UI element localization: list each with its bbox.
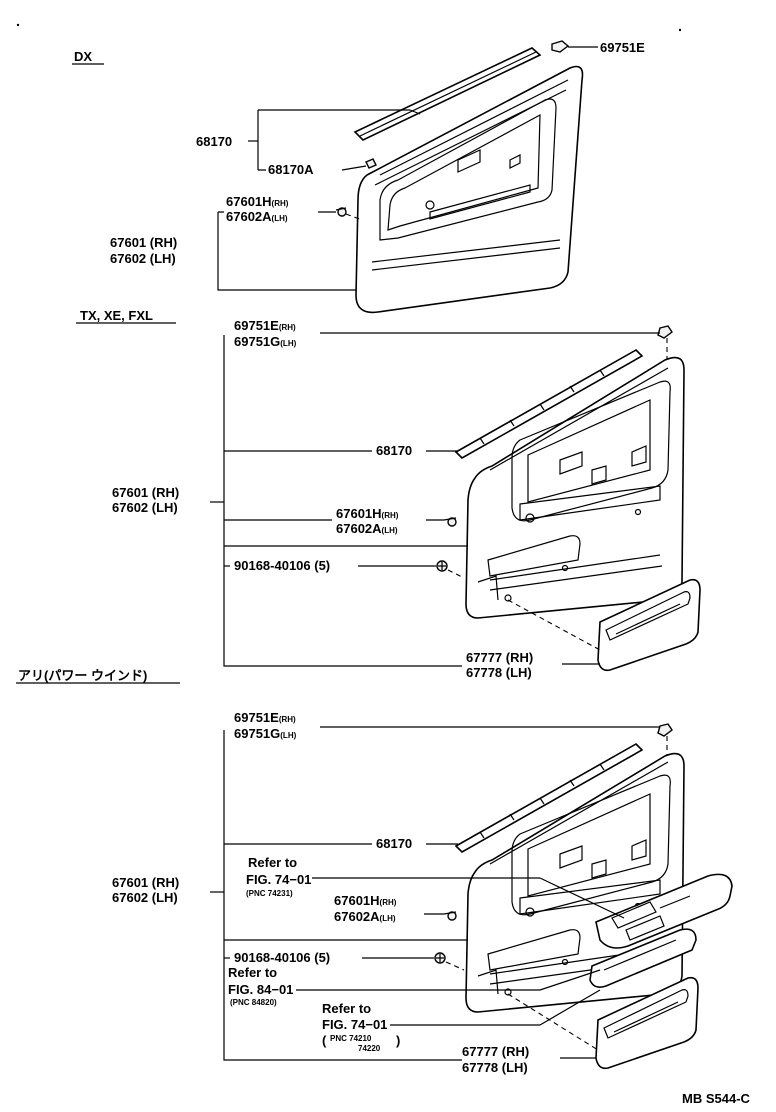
label-ref2-c: (PNC 84820) (230, 998, 277, 1007)
label-68170: 68170 (196, 134, 232, 149)
label-67778-pw: 67778 (LH) (462, 1060, 528, 1075)
label-67601h-tx: 67601H(RH) (336, 506, 399, 521)
screw-pw (434, 952, 446, 964)
label-67601-rh: 67601 (RH) (110, 235, 177, 250)
weatherstrip-68170-tx (454, 349, 644, 459)
label-ref2-b: FIG. 84−01 (228, 982, 293, 997)
dash-leader (447, 569, 465, 579)
label-69751g-pw: 69751G(LH) (234, 726, 297, 741)
label-69751e-tx: 69751E(RH) (234, 318, 296, 333)
label-68170-pw: 68170 (376, 836, 412, 851)
label-67777-tx: 67777 (RH) (466, 650, 533, 665)
label-68170-tx: 68170 (376, 443, 412, 458)
label-67602-lh-tx: 67602 (LH) (112, 500, 178, 515)
leader-bracket (223, 730, 462, 1061)
screw-tx (436, 560, 448, 572)
bracket-open: ( (322, 1033, 327, 1048)
door-panel-dx (355, 65, 584, 314)
dash-leader (345, 213, 363, 221)
section-title-power: アリ(パワー ウインド) (18, 668, 147, 683)
label-screw-tx: 90168-40106 (5) (234, 558, 330, 573)
power-window-switch-bezel (595, 873, 733, 949)
figure-code: MB S544-C (682, 1091, 751, 1106)
label-67777-pw: 67777 (RH) (462, 1044, 529, 1059)
label-67601-rh-tx: 67601 (RH) (112, 485, 179, 500)
label-ref1-c: (PNC 74231) (246, 889, 293, 898)
label-67602-lh-pw: 67602 (LH) (112, 890, 178, 905)
leader-bracket (257, 109, 410, 171)
label-67601-rh-pw: 67601 (RH) (112, 875, 179, 890)
power-window-switch-lower (589, 928, 697, 988)
label-68170a: 68170A (268, 162, 314, 177)
label-67601h-pw: 67601H(RH) (334, 893, 397, 908)
door-panel-tx (465, 356, 685, 619)
label-ref2-a: Refer to (228, 965, 277, 980)
stray-mark (16, 23, 20, 27)
label-69751e-pw: 69751E(RH) (234, 710, 296, 725)
leader (539, 989, 601, 1026)
armrest-pw (595, 976, 699, 1070)
label-ref1-a: Refer to (248, 855, 297, 870)
weatherstrip-68170-dx (353, 47, 542, 141)
label-ref3-c: PNC 74210 (330, 1034, 372, 1043)
label-ref3-a: Refer to (322, 1001, 371, 1016)
leader (539, 969, 601, 991)
label-ref1-b: FIG. 74−01 (246, 872, 311, 887)
leader-bracket (217, 211, 356, 291)
retainer-pin-tx (443, 517, 457, 527)
clip-68170a (365, 158, 377, 169)
label-67778-tx: 67778 (LH) (466, 665, 532, 680)
leader (409, 109, 421, 115)
label-69751g-tx: 69751G(LH) (234, 334, 297, 349)
clip-69751e-pw (657, 723, 673, 737)
weatherstrip-68170-pw (454, 743, 644, 853)
leader (539, 877, 625, 919)
label-67602a-pw: 67602A(LH) (334, 909, 396, 924)
armrest-tx (597, 578, 701, 672)
leader-bracket (223, 335, 462, 667)
section-title-tx: TX, XE, FXL (80, 308, 153, 323)
retainer-pin-pw (443, 911, 457, 921)
retainer-clip-dx (335, 207, 347, 217)
label-67602-lh: 67602 (LH) (110, 251, 176, 266)
dash-leader (445, 961, 465, 971)
door-panel-pw (465, 752, 685, 1013)
clip-69751e-dx (551, 40, 570, 53)
label-67602a-tx: 67602A(LH) (336, 521, 398, 536)
section-title-dx: DX (74, 49, 92, 64)
label-69751e: 69751E (600, 40, 645, 55)
stray-mark (678, 28, 682, 32)
label-screw-pw: 90168-40106 (5) (234, 950, 330, 965)
leader (341, 165, 367, 171)
label-ref3-b: FIG. 74−01 (322, 1017, 387, 1032)
label-67601h: 67601H(RH) (226, 194, 289, 209)
clip-69751e-tx (657, 325, 673, 339)
bracket-close: ) (396, 1033, 400, 1048)
label-ref3-d: 74220 (358, 1044, 381, 1053)
label-67602a: 67602A(LH) (226, 209, 288, 224)
